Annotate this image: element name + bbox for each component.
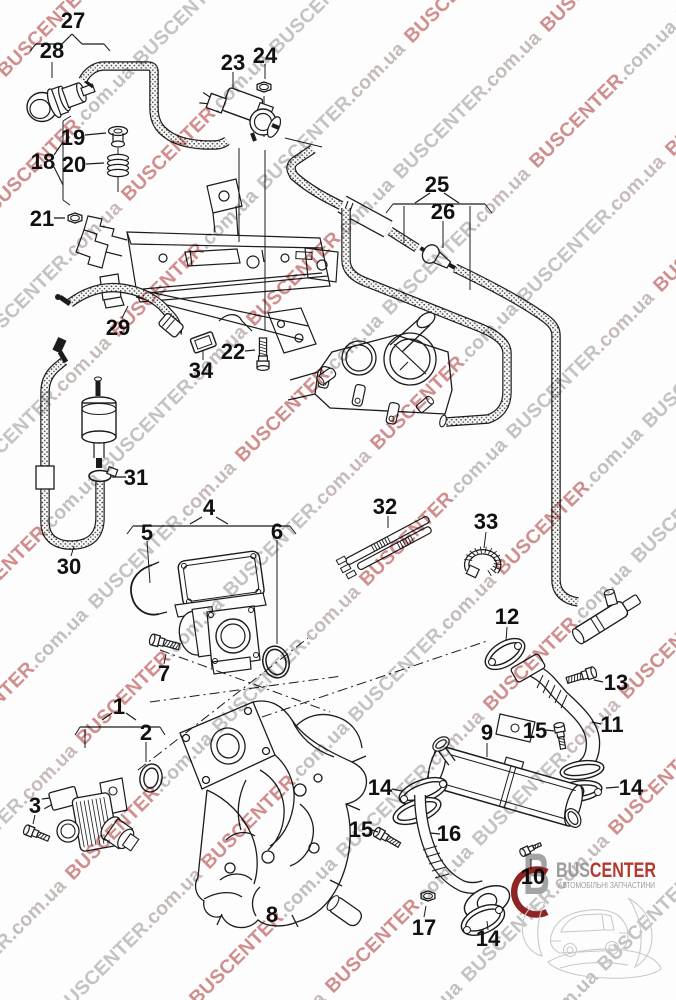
svg-text:26: 26 [431, 199, 455, 224]
svg-text:18: 18 [31, 149, 55, 174]
svg-text:4: 4 [203, 495, 216, 520]
svg-text:BUSCENTER.com.ua: BUSCENTER.com.ua [344, 570, 501, 727]
svg-text:24: 24 [253, 43, 278, 68]
svg-text:27: 27 [61, 8, 85, 33]
svg-text:BUSCENTER.com.ua: BUSCENTER.com.ua [491, 423, 648, 580]
svg-text:13: 13 [604, 670, 628, 695]
svg-text:17: 17 [412, 915, 436, 940]
svg-text:11: 11 [600, 712, 623, 737]
svg-text:32: 32 [373, 494, 397, 519]
svg-text:21: 21 [30, 206, 54, 231]
svg-text:АВТОМОБІЛЬНІ ЗАПЧАСТИНИ: АВТОМОБІЛЬНІ ЗАПЧАСТИНИ [558, 880, 655, 890]
svg-text:BUSCENTER.com.ua: BUSCENTER.com.ua [0, 875, 71, 1000]
svg-text:20: 20 [62, 152, 86, 177]
svg-text:25: 25 [425, 172, 449, 197]
svg-text:19: 19 [61, 125, 85, 150]
svg-text:5: 5 [141, 520, 153, 545]
svg-text:22: 22 [221, 339, 245, 364]
svg-text:23: 23 [221, 50, 245, 75]
svg-text:1: 1 [113, 694, 125, 719]
svg-text:8: 8 [266, 902, 278, 927]
svg-text:12: 12 [495, 604, 519, 629]
svg-text:7: 7 [158, 661, 170, 686]
svg-text:BUSCENTER.com.ua: BUSCENTER.com.ua [389, 27, 546, 184]
svg-text:30: 30 [57, 554, 81, 579]
svg-text:10: 10 [521, 864, 545, 889]
svg-text:BUSCENTER.com.ua: BUSCENTER.com.ua [513, 151, 670, 308]
svg-text:29: 29 [106, 315, 130, 340]
svg-text:16: 16 [437, 821, 461, 846]
svg-text:15: 15 [349, 817, 373, 842]
svg-text:6: 6 [271, 519, 283, 544]
svg-text:31: 31 [124, 465, 148, 490]
svg-text:28: 28 [40, 38, 64, 63]
svg-text:14: 14 [619, 775, 644, 800]
svg-text:14: 14 [476, 926, 501, 951]
svg-text:15: 15 [523, 718, 547, 743]
svg-text:2: 2 [140, 720, 152, 745]
svg-text:14: 14 [368, 775, 393, 800]
svg-text:BUSCENTER.com.ua: BUSCENTER.com.ua [50, 864, 207, 1000]
svg-text:33: 33 [474, 509, 498, 534]
svg-text:BUSCENTER.com.ua: BUSCENTER.com.ua [672, 0, 676, 25]
svg-text:3: 3 [29, 793, 41, 818]
svg-text:9: 9 [481, 720, 493, 745]
svg-text:BUSCENTER.com.ua: BUSCENTER.com.ua [525, 16, 676, 173]
svg-text:BUSCENTER: BUSCENTER [556, 858, 656, 882]
svg-text:34: 34 [189, 358, 214, 383]
